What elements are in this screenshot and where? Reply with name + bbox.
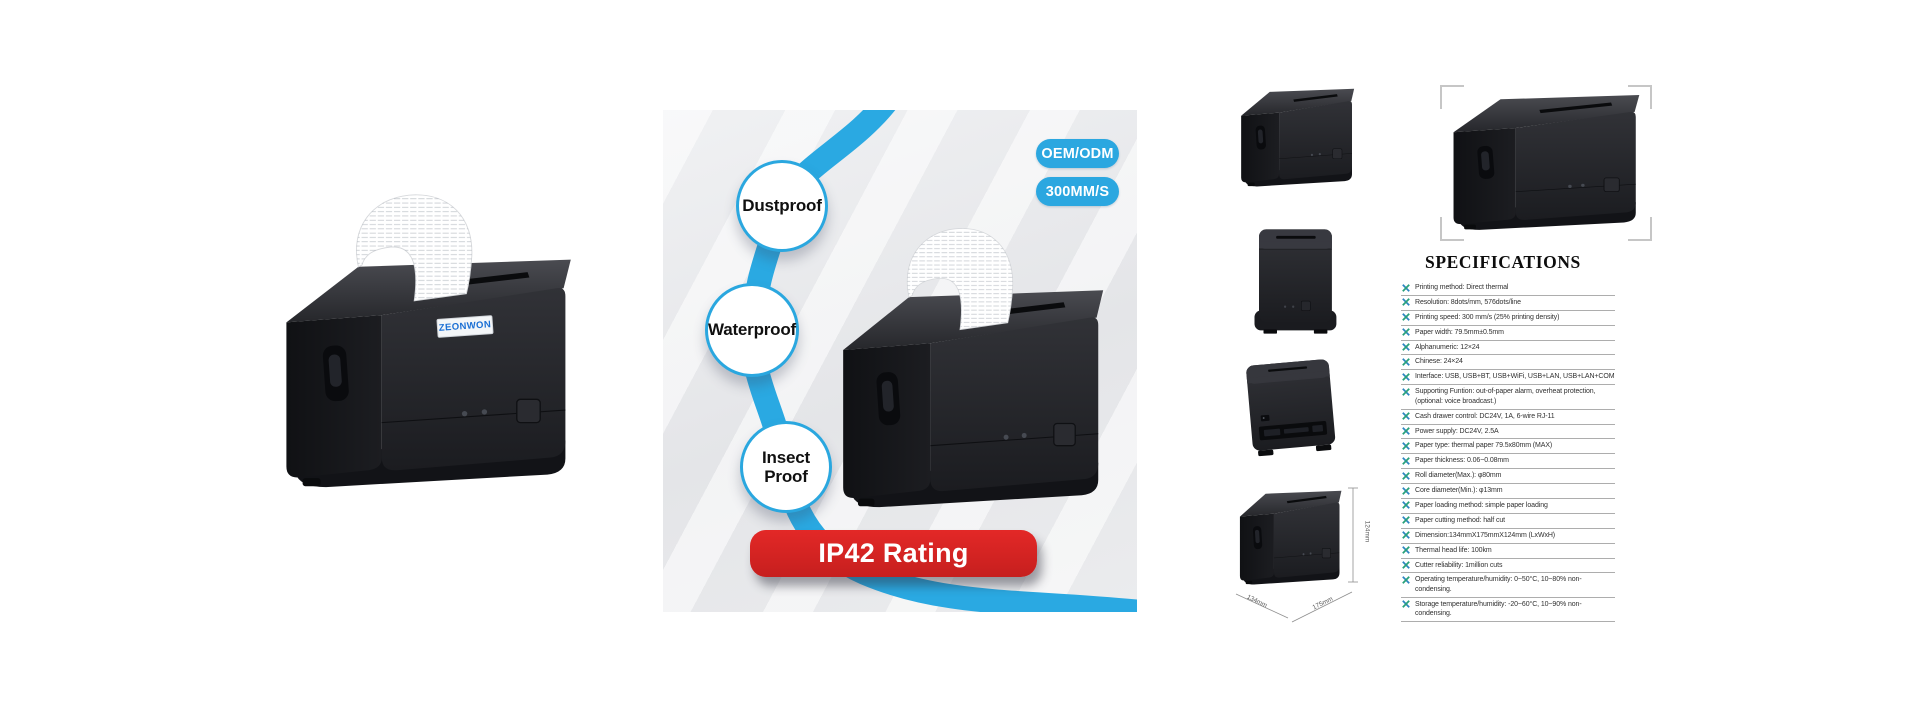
- spec-item: Paper thickness: 0.06~0.08mm: [1401, 454, 1615, 470]
- spec-item: Printing method: Direct thermal: [1401, 281, 1615, 296]
- dimension-lines: [1235, 487, 1358, 623]
- dim-label-height: 124mm: [1363, 520, 1371, 543]
- promo-card: OEM/ODM 300MM/S Dustproof Waterproof Ins…: [663, 110, 1137, 612]
- spec-item: Cash drawer control: DC24V, 1A, 6-wire R…: [1401, 410, 1615, 425]
- printer-with-receipt-illustration: [286, 195, 570, 487]
- main-product-photo: [272, 188, 587, 488]
- brand-label: ZEONWON: [436, 315, 494, 338]
- spec-bullet-icon: [1402, 486, 1410, 495]
- spec-item: Paper width: 79.5mm±0.5mm: [1401, 326, 1615, 341]
- spec-item: Operating temperature/humidity: 0~50°C, …: [1401, 573, 1615, 598]
- thumbnail-dimension-view: 124mm 134mm 175mm: [1232, 482, 1372, 634]
- thumbnail-rear-bottom-view: [1245, 358, 1337, 457]
- spec-bullet-icon: [1402, 387, 1410, 396]
- promo-product-photo: [830, 222, 1118, 508]
- spec-bullet-icon: [1402, 546, 1410, 554]
- specifications-panel: SPECIFICATIONS Printing method: Direct t…: [1401, 252, 1615, 623]
- spec-bullet-icon: [1402, 373, 1410, 381]
- spec-item: Paper type: thermal paper 79.5x80mm (MAX…: [1401, 439, 1615, 455]
- spec-bullet-icon: [1402, 442, 1410, 450]
- spec-bullet-icon: [1402, 531, 1410, 540]
- spec-bullet-icon: [1402, 328, 1410, 337]
- spec-item: Printing speed: 300 mm/s (25% printing d…: [1401, 311, 1615, 326]
- feature-dustproof: Dustproof: [736, 160, 828, 252]
- spec-item: Resolution: 8dots/mm, 576dots/line: [1401, 296, 1615, 311]
- crop-corner-bracket: [1440, 217, 1464, 241]
- feature-insect-proof: Insect Proof: [740, 421, 832, 513]
- spec-bullet-icon: [1402, 412, 1410, 420]
- thumbnail-front-view: [1254, 229, 1337, 334]
- spec-item: Paper cutting method: half cut: [1401, 514, 1615, 529]
- spec-bullet-icon: [1402, 358, 1410, 366]
- spec-bullet-icon: [1402, 561, 1410, 569]
- spec-item: Supporting Funtion: out-of-paper alarm, …: [1401, 385, 1615, 410]
- spec-item: Power supply: DC24V, 2.5A: [1401, 425, 1615, 440]
- spec-bullet-icon: [1402, 516, 1410, 525]
- spec-item: Storage temperature/humidity: -20~60°C, …: [1401, 598, 1615, 623]
- spec-bullet-icon: [1402, 298, 1410, 307]
- spec-item: Paper loading method: simple paper loadi…: [1401, 499, 1615, 514]
- spec-bullet-icon: [1402, 313, 1410, 322]
- spec-bullet-icon: [1402, 471, 1410, 480]
- spec-item: Core diameter(Min.): φ13mm: [1401, 484, 1615, 499]
- ip42-rating-banner: IP42 Rating: [750, 530, 1037, 577]
- thumbnail-angled-view: [1239, 88, 1357, 188]
- spec-item: Dimension:134mmX175mmX124mm (LxWxH): [1401, 529, 1615, 544]
- specifications-title: SPECIFICATIONS: [1425, 252, 1581, 272]
- crop-corner-bracket: [1628, 217, 1652, 241]
- spec-bullet-icon: [1402, 283, 1410, 292]
- spec-bullet-icon: [1402, 456, 1410, 465]
- spec-bullet-icon: [1402, 427, 1410, 435]
- spec-bullet-icon: [1402, 600, 1410, 609]
- spec-item: Thermal head life: 100km: [1401, 544, 1615, 559]
- hero-product-photo: [1450, 94, 1644, 232]
- badge-oem-odm: OEM/ODM: [1036, 139, 1119, 168]
- spec-item: Cutter reliability: 1million cuts: [1401, 559, 1615, 574]
- badge-speed: 300MM/S: [1036, 177, 1119, 206]
- crop-corner-bracket: [1440, 85, 1464, 109]
- spec-item: Roll diameter(Max.): φ80mm: [1401, 469, 1615, 485]
- spec-bullet-icon: [1402, 501, 1410, 510]
- feature-waterproof: Waterproof: [705, 283, 799, 377]
- spec-item: Interface: USB, USB+BT, USB+WiFi, USB+LA…: [1401, 370, 1615, 386]
- hero-photo-frame: [1440, 85, 1652, 241]
- spec-bullet-icon: [1402, 343, 1410, 351]
- spec-bullet-icon: [1402, 576, 1410, 584]
- spec-item: Chinese: 24×24: [1401, 355, 1615, 371]
- crop-corner-bracket: [1628, 85, 1652, 109]
- specifications-list: Printing method: Direct thermal Resoluti…: [1401, 281, 1615, 623]
- spec-item: Alphanumeric: 12×24: [1401, 341, 1615, 356]
